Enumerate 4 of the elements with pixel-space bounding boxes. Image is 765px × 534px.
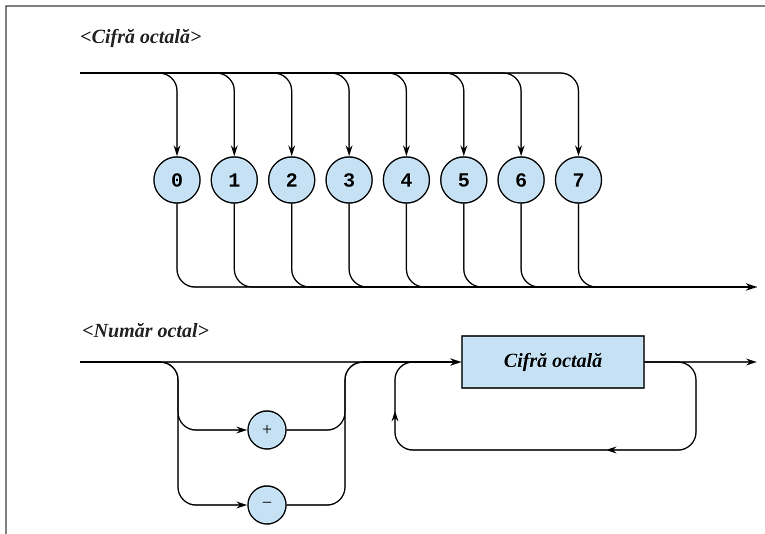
rule-name-label: <Număr octal> (83, 322, 208, 338)
nonterminal-box: Cifră octală (461, 335, 645, 389)
arrow (391, 358, 697, 454)
rule-name-label: <Cifră octală> (81, 28, 201, 48)
